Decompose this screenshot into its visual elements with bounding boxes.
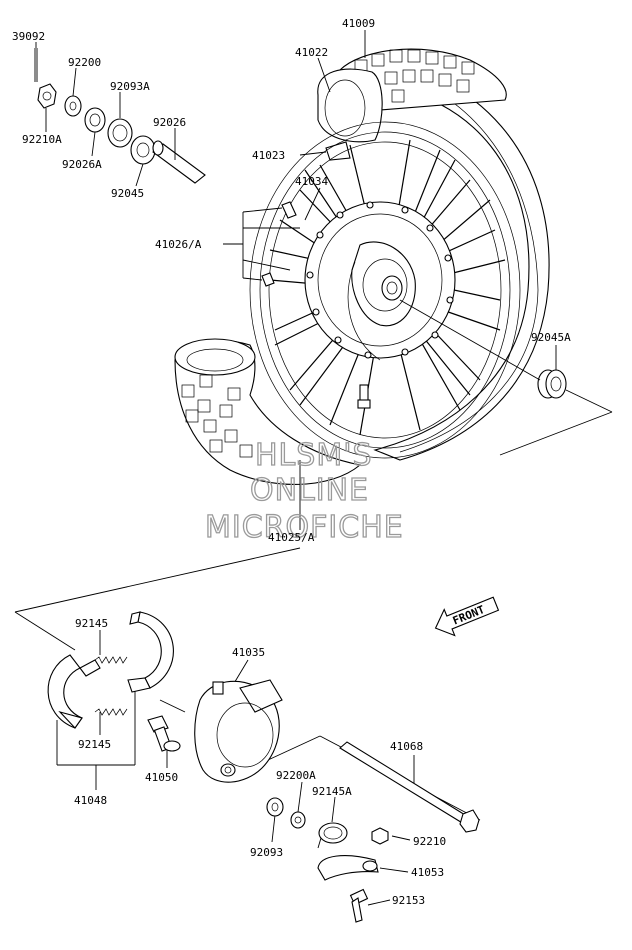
label-41050: 41050	[145, 771, 178, 784]
watermark-line-3: MICROFICHE	[205, 510, 404, 545]
wheel-assembly	[174, 48, 550, 485]
label-92093A: 92093A	[110, 80, 150, 93]
spoke-nipples	[261, 201, 297, 287]
label-39092: 39092	[12, 30, 45, 43]
label-41023: 41023	[252, 149, 285, 162]
return-spring	[317, 822, 348, 849]
label-41034: 41034	[295, 175, 328, 188]
label-41025A: 41025/A	[268, 531, 315, 544]
label-92026: 92026	[153, 116, 186, 129]
label-92200: 92200	[68, 56, 101, 69]
tire	[371, 59, 550, 461]
label-41068: 41068	[390, 740, 423, 753]
label-41009: 41009	[342, 17, 375, 30]
label-92200A: 92200A	[276, 769, 316, 782]
label-41048: 41048	[74, 794, 107, 807]
label-92145-top: 92145	[75, 617, 108, 630]
watermark-line-1: HLSM'S	[255, 438, 373, 473]
tire-section-bottom	[174, 338, 362, 485]
washer-92093	[266, 797, 284, 817]
label-92026A: 92026A	[62, 158, 102, 171]
nut-92210	[371, 827, 389, 845]
label-92153: 92153	[392, 894, 425, 907]
label-41035: 41035	[232, 646, 265, 659]
leader-lines	[14, 30, 613, 906]
washer	[64, 95, 82, 117]
label-92093: 92093	[250, 846, 283, 859]
front-direction-arrow: FRONT	[434, 596, 500, 637]
front-axle	[339, 741, 480, 833]
label-92045: 92045	[111, 187, 144, 200]
bolt-92153	[349, 888, 369, 923]
washer-92200A	[290, 811, 306, 829]
label-92145-bottom: 92145	[78, 738, 111, 751]
label-41022: 41022	[295, 46, 328, 59]
brake-lever	[317, 855, 379, 881]
label-92145A: 92145A	[312, 785, 352, 798]
part-labels: 39092 92200 92093A 92210A 92026A 92026 9…	[12, 17, 571, 907]
brake-springs	[94, 656, 128, 716]
label-92210A: 92210A	[22, 133, 62, 146]
brake-shoes	[47, 611, 174, 729]
axle-nut	[37, 83, 57, 109]
label-92210: 92210	[413, 835, 446, 848]
label-41026A: 41026/A	[155, 238, 202, 251]
brake-panel	[194, 679, 283, 783]
valve-stem	[357, 384, 371, 409]
brake-cam	[147, 715, 181, 752]
label-92045A: 92045A	[531, 331, 571, 344]
watermark-line-2: ONLINE	[250, 473, 369, 508]
label-41053: 41053	[411, 866, 444, 879]
bearing-92045A	[537, 369, 567, 399]
rim-outer	[249, 121, 521, 459]
axle-small-parts	[34, 48, 206, 184]
watermark: HLSM'S ONLINE MICROFICHE	[204, 437, 404, 545]
